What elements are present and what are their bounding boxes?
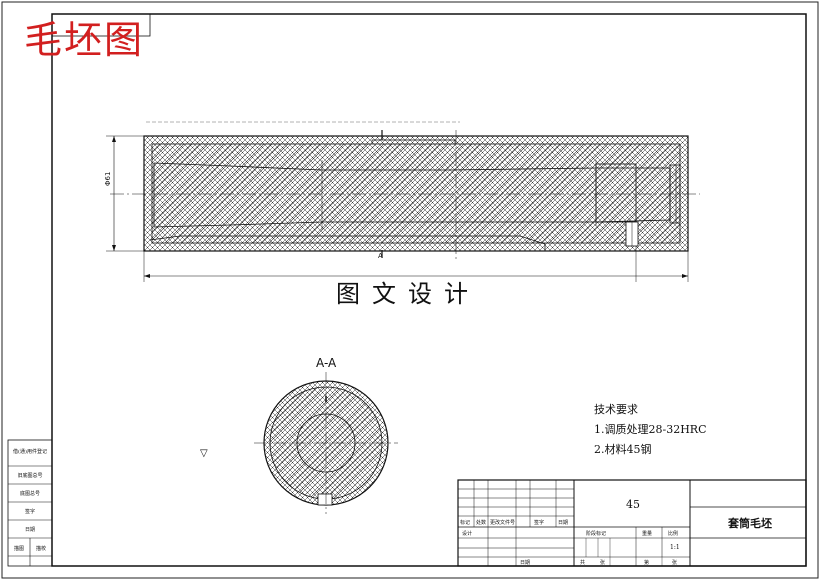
surface-finish-symbol: ▽ — [200, 448, 208, 459]
tech-requirement-item-1: 1.调质处理28-32HRC — [594, 423, 707, 436]
watermark-text: 图文设计 — [336, 280, 480, 308]
title-block — [457, 479, 807, 567]
side-row-date: 日期 — [24, 527, 35, 533]
side-tracing-label: 描图 — [13, 546, 24, 552]
scale-label: 比例 — [668, 531, 679, 537]
technical-requirements: 技术要求 1.调质处理28-32HRC 2.材料45钢 — [594, 400, 707, 460]
side-row-old-total: 旧底图总号 — [17, 473, 43, 479]
diameter-dimension-text: Φ61 — [104, 171, 112, 186]
sheet-total-unit: 张 — [600, 560, 606, 566]
material-value: 45 — [626, 498, 640, 511]
bore-step — [595, 163, 637, 223]
weight-label: 重量 — [642, 531, 653, 537]
side-registration-table — [7, 439, 53, 567]
lower-groove — [149, 235, 546, 251]
section-a-a-label: A-A — [316, 356, 337, 370]
section-keyway — [317, 493, 333, 506]
tech-requirement-item-2: 2.材料45钢 — [594, 443, 652, 456]
rev-label-count: 处数 — [476, 520, 487, 526]
sheet-number-label: 第 — [644, 560, 650, 566]
scale-value: 1:1 — [670, 544, 680, 551]
inner-bore — [153, 162, 671, 228]
part-name: 套筒毛坯 — [728, 517, 772, 530]
side-checking-label: 描校 — [35, 546, 46, 552]
tech-requirements-heading: 技术要求 — [594, 403, 638, 416]
sheet-number-unit: 张 — [672, 560, 678, 566]
date-label: 日期 — [520, 560, 531, 566]
rev-label-date: 日期 — [558, 520, 569, 526]
main-view — [106, 121, 700, 282]
designer-label: 设计 — [462, 531, 473, 537]
section-view-a-a — [254, 372, 398, 514]
sheet-total-label: 共 — [580, 560, 586, 566]
rev-label-file: 更改文件号 — [490, 520, 516, 526]
rev-label-mark: 标记 — [460, 520, 471, 526]
side-row-base-total: 底图总号 — [19, 491, 40, 497]
drawing-red-title: 毛坯图 — [24, 18, 145, 62]
top-left-title-box — [51, 13, 151, 37]
inner-drawing-frame — [51, 13, 807, 567]
side-row-signature: 签字 — [24, 509, 35, 515]
stage-label: 阶段标记 — [586, 531, 607, 537]
side-row-borrowed: 借(通)用件登记 — [13, 449, 47, 455]
section-marker-label: A — [378, 252, 383, 260]
rev-label-sign: 签字 — [534, 520, 545, 526]
